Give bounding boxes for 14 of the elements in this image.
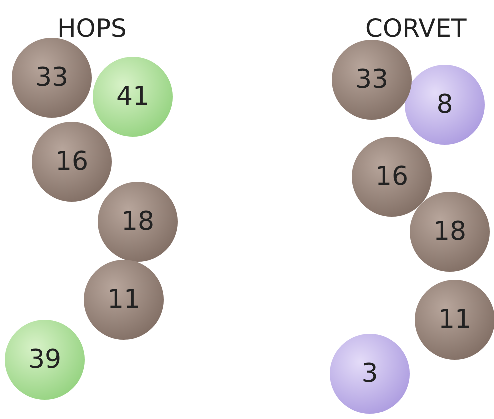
- subunit-number: 16: [55, 147, 89, 177]
- subunit-number: 11: [438, 305, 472, 335]
- subunit-number: 8: [436, 90, 454, 120]
- subunit-number: 16: [375, 162, 409, 192]
- subunit-number: 18: [433, 217, 467, 247]
- subunit-number: 18: [121, 207, 155, 237]
- subunit-number: 11: [107, 285, 141, 315]
- subunit-number: 39: [28, 345, 62, 375]
- complex-heading: CORVET: [366, 14, 467, 43]
- complex-heading: HOPS: [58, 14, 127, 43]
- subunit-number: 41: [116, 82, 150, 112]
- subunit-number: 33: [35, 63, 69, 93]
- subunit-number: 33: [355, 65, 389, 95]
- subunit-number: 3: [362, 359, 378, 389]
